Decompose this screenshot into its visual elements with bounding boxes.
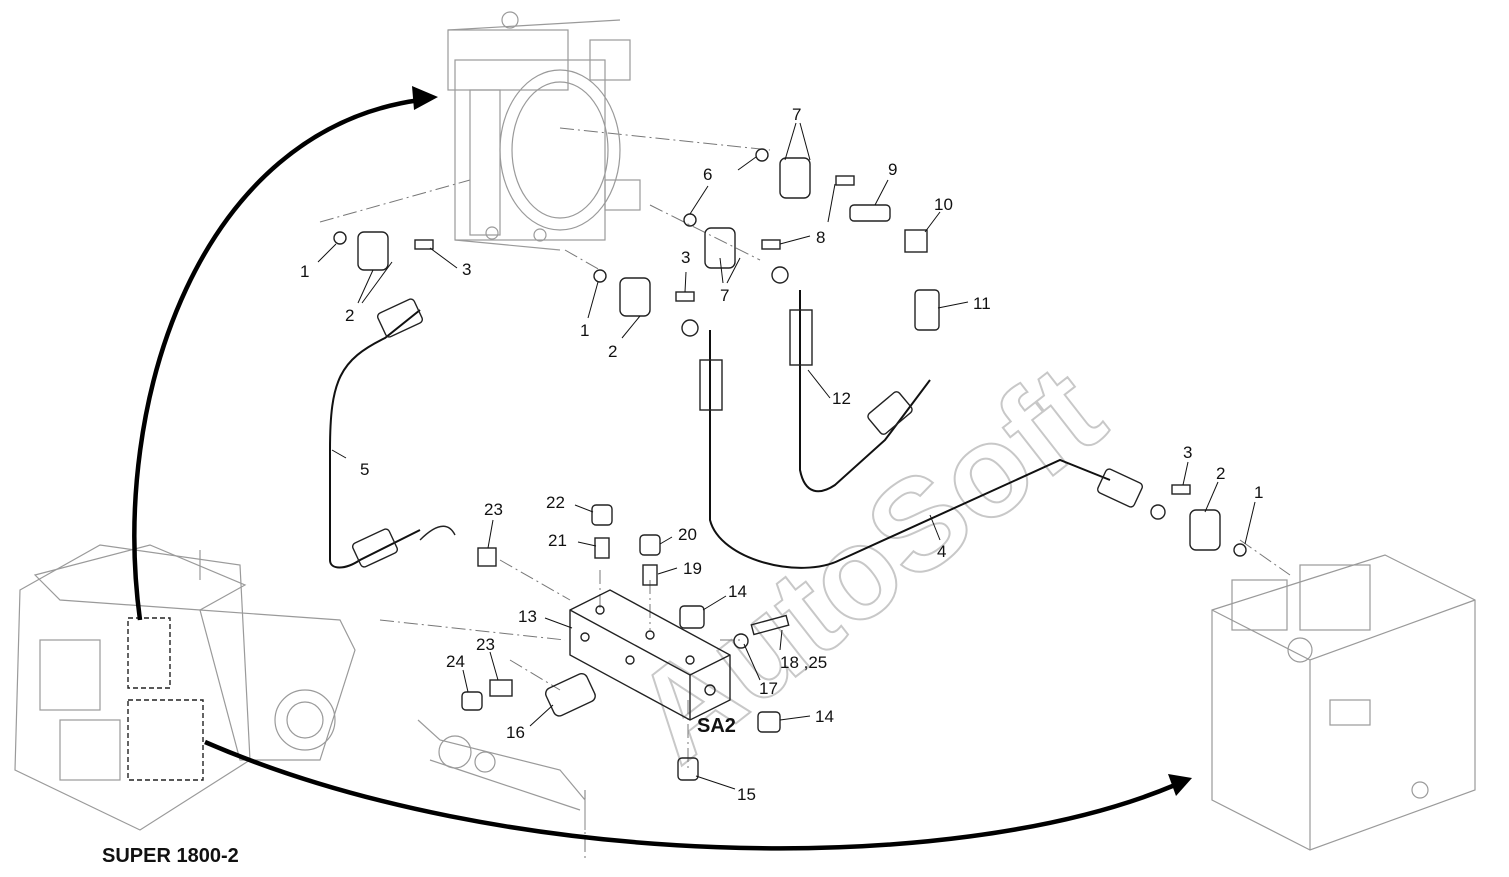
fittings: [333, 148, 1247, 781]
callout-1: 1: [1254, 483, 1263, 502]
o-ring-6b: [755, 148, 769, 162]
callout-19: 19: [683, 559, 702, 578]
callout-9: 9: [888, 160, 897, 179]
plug-14b: [757, 711, 781, 733]
elbow-10: [904, 229, 928, 253]
arrowhead-tank: [1168, 774, 1192, 796]
callout-4: 4: [937, 542, 946, 561]
model-label: SUPER 1800-2: [102, 845, 239, 867]
callout-1: 1: [300, 262, 309, 281]
distribution-block-13: [569, 589, 731, 721]
plug-15: [677, 757, 699, 781]
hose-fitting-4: [681, 319, 699, 337]
adapter-9: [849, 204, 891, 222]
screw-3a: [414, 239, 434, 250]
adapter-19: [642, 564, 658, 586]
bolt-18-25: [750, 614, 790, 636]
arrowhead-cooler: [412, 86, 438, 110]
arrow-to-tank: [204, 739, 1176, 851]
location-arrows: [132, 86, 1192, 851]
paver-machine: [14, 544, 356, 831]
hose-fitting-12: [771, 266, 789, 284]
plug-24: [461, 691, 483, 711]
frame-plate: [417, 719, 586, 830]
hose-crimp-12: [789, 309, 813, 366]
leader-lines: [317, 122, 1256, 790]
flange-half-2b: [619, 277, 651, 317]
o-ring-1b: [593, 269, 607, 283]
hose-crimp-4b: [1096, 468, 1144, 508]
screw-3c: [1171, 484, 1191, 495]
callout-3: 3: [681, 248, 690, 267]
plug-20: [639, 534, 661, 556]
callout-11: 11: [973, 294, 991, 313]
hose-12: [799, 350, 931, 493]
block-label-sa2: SA2: [697, 715, 736, 737]
flange-half-2c: [1189, 509, 1221, 551]
screw-8a: [761, 239, 781, 250]
callout-16: 16: [506, 723, 525, 742]
callout-24: 24: [446, 652, 465, 671]
callout-1: 1: [580, 321, 589, 340]
callout-14: 14: [728, 582, 747, 601]
callout-7: 7: [720, 286, 729, 305]
callout-8: 8: [816, 228, 825, 247]
hose-elbow-5: [419, 525, 456, 541]
screw-8b: [835, 175, 855, 186]
callout-17: 17: [759, 679, 778, 698]
callout-14: 14: [815, 707, 834, 726]
callout-labels: 1 2 3 5 1 2 3 6 7 7 8 9 10 11 12 4 3 2 1…: [300, 105, 1263, 804]
hose-5: [329, 309, 421, 569]
callout-3: 3: [462, 260, 471, 279]
callout-15: 15: [737, 785, 756, 804]
screw-3b: [675, 291, 695, 302]
adapter-23b: [489, 679, 513, 697]
callout-21: 21: [548, 531, 567, 550]
flange-half-7b: [779, 157, 811, 199]
hose-fitting-4b: [1150, 504, 1166, 520]
callout-5: 5: [360, 460, 369, 479]
adapter-21: [594, 537, 610, 559]
callout-6: 6: [703, 165, 712, 184]
callout-2: 2: [608, 342, 617, 361]
hose-4: [709, 400, 1111, 569]
callout-18-25: 18 ,25: [780, 653, 827, 672]
plug-22: [591, 504, 613, 526]
callout-20: 20: [678, 525, 697, 544]
o-ring-1a: [333, 231, 347, 245]
test-coupling-16: [544, 672, 596, 717]
hoses: [329, 290, 1111, 569]
plug-14a: [679, 605, 705, 629]
arrow-to-cooler: [132, 97, 421, 621]
hose-crimp-12b: [867, 391, 913, 435]
callout-23: 23: [476, 635, 495, 654]
callout-7: 7: [792, 105, 801, 124]
oil-cooler-radiator: [447, 11, 641, 251]
callout-2: 2: [1216, 464, 1225, 483]
callout-3: 3: [1183, 443, 1192, 462]
callout-13: 13: [518, 607, 537, 626]
hose-crimp-4: [699, 359, 723, 411]
callout-23: 23: [484, 500, 503, 519]
callout-22: 22: [546, 493, 565, 512]
o-ring-1c: [1233, 543, 1247, 557]
hose-end-5a: [376, 298, 424, 338]
callout-12: 12: [832, 389, 851, 408]
callout-10: 10: [934, 195, 953, 214]
o-ring-6a: [683, 213, 697, 227]
callout-2: 2: [345, 306, 354, 325]
sensor-11: [914, 289, 940, 331]
hydraulic-tank: [1211, 554, 1476, 851]
hose-end-5b: [351, 528, 399, 568]
washer-17: [733, 633, 749, 649]
adapter-23a: [477, 547, 497, 567]
flange-half-2a: [357, 231, 389, 271]
flange-half-7a: [704, 227, 736, 269]
